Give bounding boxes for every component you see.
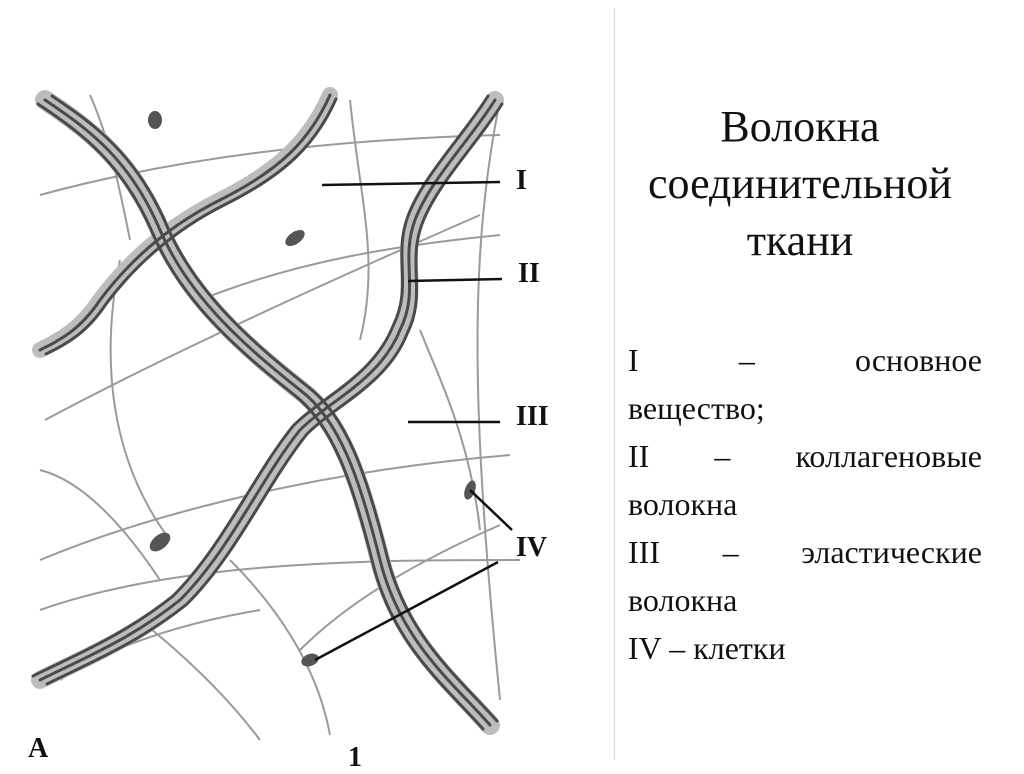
label-III: III [516, 401, 549, 432]
legend-text: волокна [628, 582, 738, 618]
legend-term: основное [855, 342, 982, 378]
leader-line-IV-a [469, 489, 513, 531]
title-line: ткани [746, 216, 854, 265]
legend-row: волокна [628, 576, 982, 624]
legend-numeral: II [628, 438, 650, 474]
collagen-halo [31, 87, 504, 735]
legend-row: IV – клетки [628, 624, 982, 672]
legend-row: вещество; [628, 384, 982, 432]
tissue-illustration: I II III IV А 1 [28, 87, 549, 773]
leader-line-I [321, 180, 501, 187]
legend-row: III – эластические [628, 528, 982, 576]
collagen-fibers [31, 93, 504, 731]
legend-text: вещество; [628, 390, 765, 426]
label-I: I [516, 165, 527, 196]
legend-row: I – основное [628, 336, 982, 384]
legend-text: IV – клетки [628, 630, 786, 666]
fiber-drawing [31, 87, 521, 741]
title-line: соединительной [648, 159, 952, 208]
title-line: Волокна [720, 102, 880, 151]
cell [301, 653, 319, 667]
cells [148, 111, 476, 667]
legend-term: эластические [801, 534, 982, 570]
divider-line [614, 8, 615, 760]
legend-dash: – [714, 438, 731, 474]
leader-line-IV-b [314, 560, 499, 662]
cell [285, 230, 305, 246]
legend-numeral: III [628, 534, 660, 570]
leader-line-II [407, 277, 503, 283]
figure-letter: А [28, 733, 49, 764]
legend: I – основное вещество; II – коллагеновые… [628, 336, 982, 672]
cell [149, 532, 171, 552]
elastic-fibers [39, 94, 521, 741]
legend-row: II – коллагеновые [628, 432, 982, 480]
legend-dash: – [738, 342, 755, 378]
slide-title: Волокна соединительной ткани [618, 98, 982, 269]
label-IV: IV [516, 532, 548, 563]
legend-text: волокна [628, 486, 738, 522]
cell [148, 111, 162, 129]
label-II: II [518, 258, 540, 289]
legend-dash: – [722, 534, 739, 570]
figure-number: 1 [348, 742, 362, 773]
legend-numeral: I [628, 342, 639, 378]
leader-lines [314, 180, 513, 662]
legend-row: волокна [628, 480, 982, 528]
legend-term: коллагеновые [795, 438, 982, 474]
